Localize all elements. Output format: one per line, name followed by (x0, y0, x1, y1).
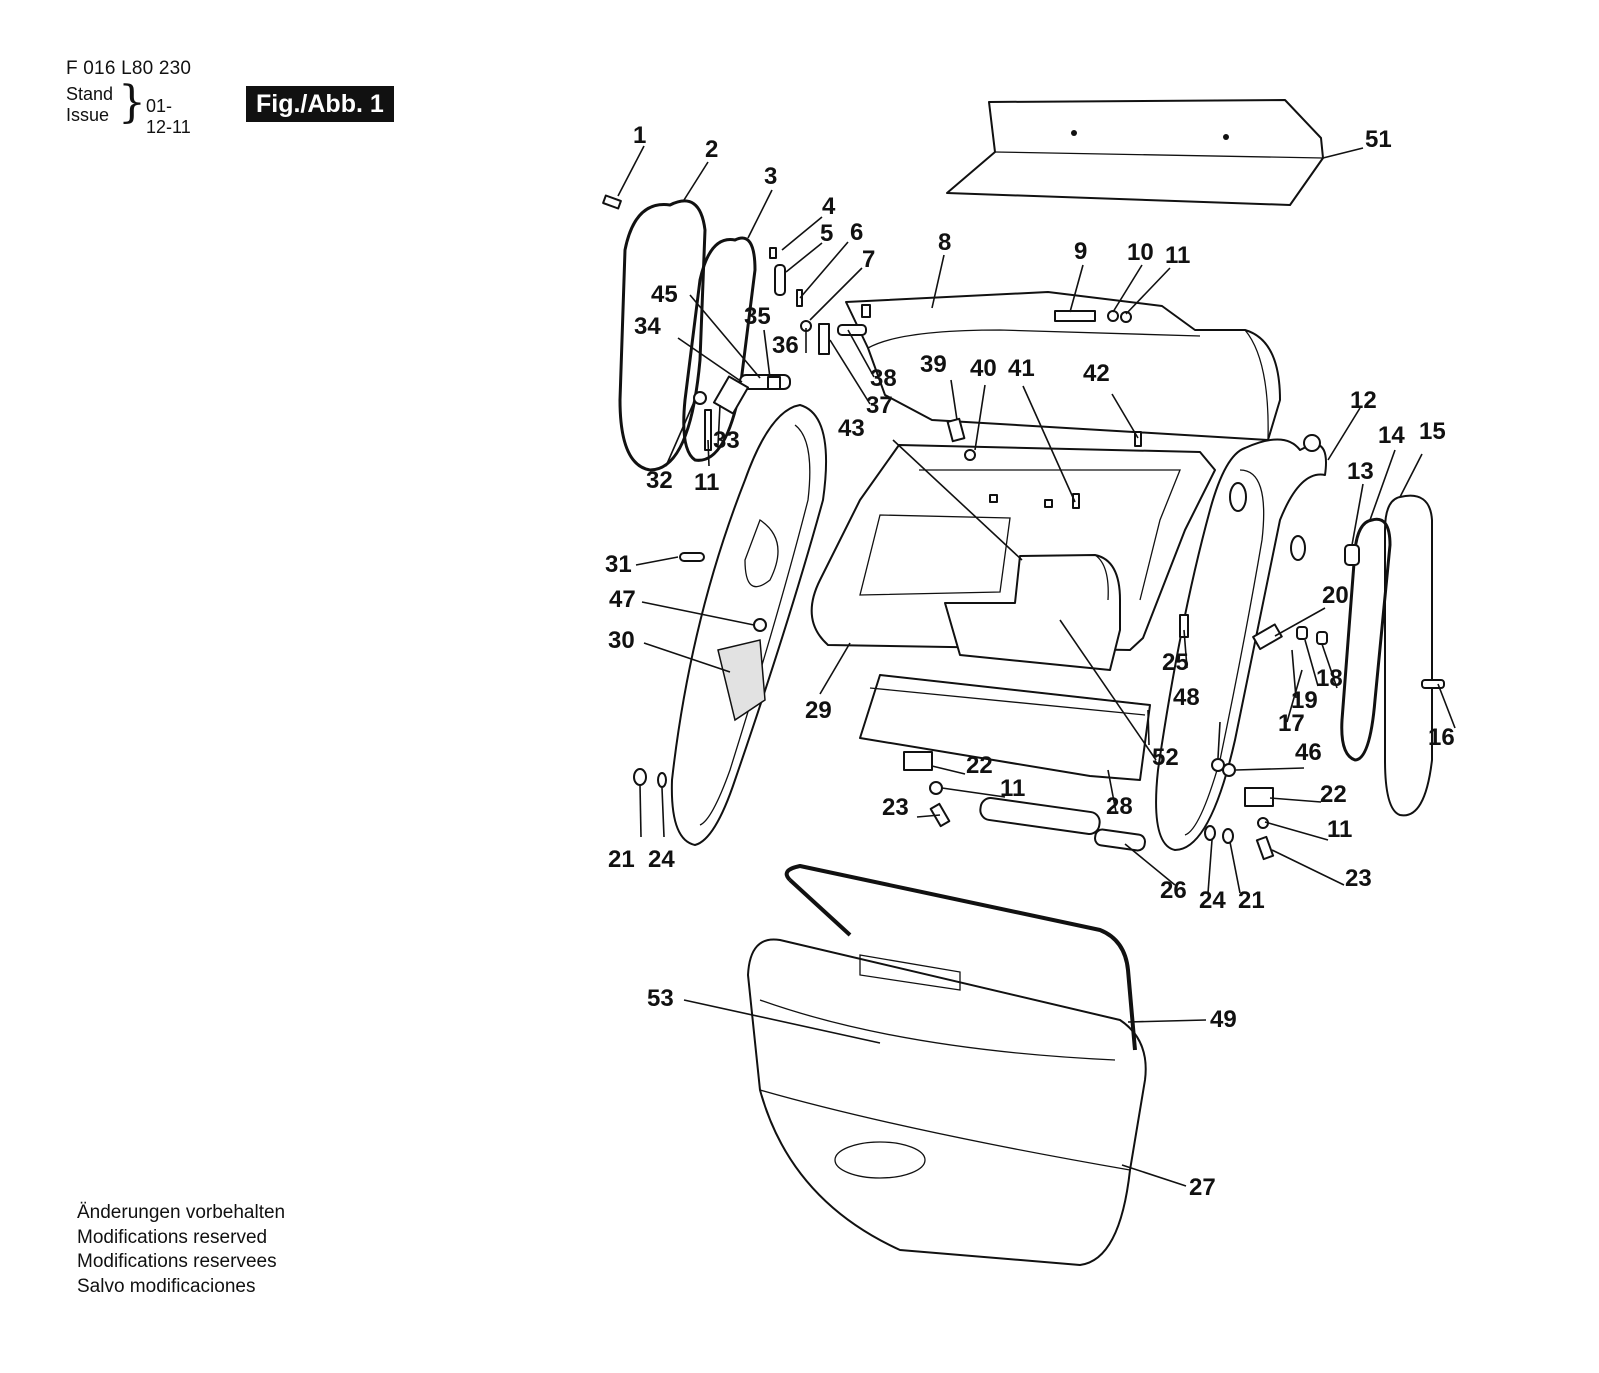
callout-7: 7 (862, 246, 875, 273)
callout-24-right: 24 (1199, 887, 1226, 914)
part-8-upper-cover (845, 291, 1281, 441)
callout-43: 43 (838, 415, 865, 442)
callout-31: 31 (605, 551, 632, 578)
part-51-top-panel (946, 99, 1324, 206)
document-header: F 016 L80 230 Stand Issue } 01-12-11 Fig… (66, 58, 394, 137)
callout-14: 14 (1378, 422, 1405, 449)
brace-glyph: } (118, 77, 146, 128)
notice-german: Änderungen vorbehalten (77, 1202, 286, 1223)
callout-11-left: 11 (694, 469, 719, 496)
stand-label: Stand (66, 84, 114, 104)
callout-2: 2 (705, 136, 718, 163)
callout-12: 12 (1350, 387, 1377, 414)
callout-25: 25 (1162, 649, 1189, 676)
callout-17: 17 (1278, 710, 1305, 737)
callout-13: 13 (1347, 458, 1374, 485)
callout-30: 30 (608, 627, 635, 654)
callout-39: 39 (920, 351, 947, 378)
callout-22-left: 22 (966, 752, 993, 779)
issue-row: Stand Issue } 01-12-11 Fig./Abb. 1 (66, 80, 394, 137)
callout-3: 3 (764, 163, 777, 190)
leader-lines (617, 145, 1456, 1187)
part-12-right-side-plate (1155, 434, 1327, 851)
notice-french: Modifications reservees (77, 1251, 277, 1272)
modifications-notice: Änderungen vorbehalten Modifications res… (77, 1201, 285, 1299)
parts-drawing (602, 99, 1445, 1266)
callout-11-top: 11 (1165, 242, 1190, 269)
callout-37: 37 (866, 392, 893, 419)
callout-48: 48 (1173, 684, 1200, 711)
callout-36: 36 (772, 332, 799, 359)
callout-4: 4 (822, 193, 836, 220)
callout-26: 26 (1160, 877, 1187, 904)
callout-5: 5 (820, 220, 833, 247)
callout-46: 46 (1295, 739, 1322, 766)
callout-49: 49 (1210, 1006, 1237, 1033)
notice-english: Modifications reserved (77, 1226, 268, 1248)
callout-21-right: 21 (1238, 887, 1265, 914)
callout-38: 38 (870, 365, 897, 392)
callout-33: 33 (713, 427, 740, 454)
part-49-handle (784, 864, 1137, 1051)
callout-40: 40 (970, 355, 997, 382)
part-3-drive-belt (682, 236, 757, 462)
callout-23-left: 23 (882, 794, 909, 821)
notice-spanish: Salvo modificaciones (77, 1275, 256, 1297)
part-number: F 016 L80 230 (66, 58, 192, 79)
callout-11-bottom: 11 (1000, 775, 1025, 802)
issue-label: Issue (66, 105, 110, 125)
part-30-left-side-plate (670, 404, 828, 846)
small-hardware (602, 194, 1445, 861)
callout-8: 8 (938, 229, 951, 256)
part-2-drive-belt (618, 199, 707, 472)
callout-41: 41 (1008, 355, 1035, 382)
figure-label: Fig./Abb. 1 (246, 86, 394, 122)
part-14-right-belt (1340, 517, 1392, 762)
callout-52: 52 (1152, 744, 1179, 771)
callout-10: 10 (1127, 239, 1154, 266)
callout-23-right: 23 (1345, 865, 1372, 892)
callout-24-left: 24 (648, 846, 675, 873)
callout-16: 16 (1428, 724, 1455, 751)
callout-29: 29 (805, 697, 832, 724)
callout-20: 20 (1322, 582, 1349, 609)
callout-19: 19 (1291, 687, 1318, 714)
callout-28: 28 (1106, 793, 1133, 820)
callout-53: 53 (647, 985, 674, 1012)
callout-47: 47 (609, 586, 636, 613)
callout-34: 34 (634, 313, 661, 340)
callout-labels: 1 2 3 4 5 6 7 8 9 10 11 45 34 35 36 38 3… (605, 122, 1455, 1201)
callout-21-left: 21 (608, 846, 635, 873)
callout-6: 6 (850, 219, 863, 246)
part-53-grass-box (747, 938, 1147, 1266)
callout-11-right: 11 (1327, 816, 1352, 843)
callout-32: 32 (646, 467, 673, 494)
callout-22-right: 22 (1320, 781, 1347, 808)
part-26-roller (979, 797, 1146, 852)
stand-issue-labels: Stand Issue (66, 84, 113, 126)
callout-15: 15 (1419, 418, 1446, 445)
callout-18: 18 (1316, 665, 1343, 692)
issue-date: 01-12-11 (146, 96, 191, 137)
part-28-bottom-strip (859, 674, 1151, 781)
callout-1: 1 (633, 122, 646, 149)
callout-35: 35 (744, 303, 771, 330)
part-52-main-housing (810, 444, 1216, 671)
callout-9: 9 (1074, 238, 1087, 265)
part-15-right-cover (1384, 494, 1433, 817)
callout-27: 27 (1189, 1174, 1216, 1201)
callout-42: 42 (1083, 360, 1110, 387)
callout-45: 45 (651, 281, 678, 308)
callout-51: 51 (1365, 126, 1392, 153)
